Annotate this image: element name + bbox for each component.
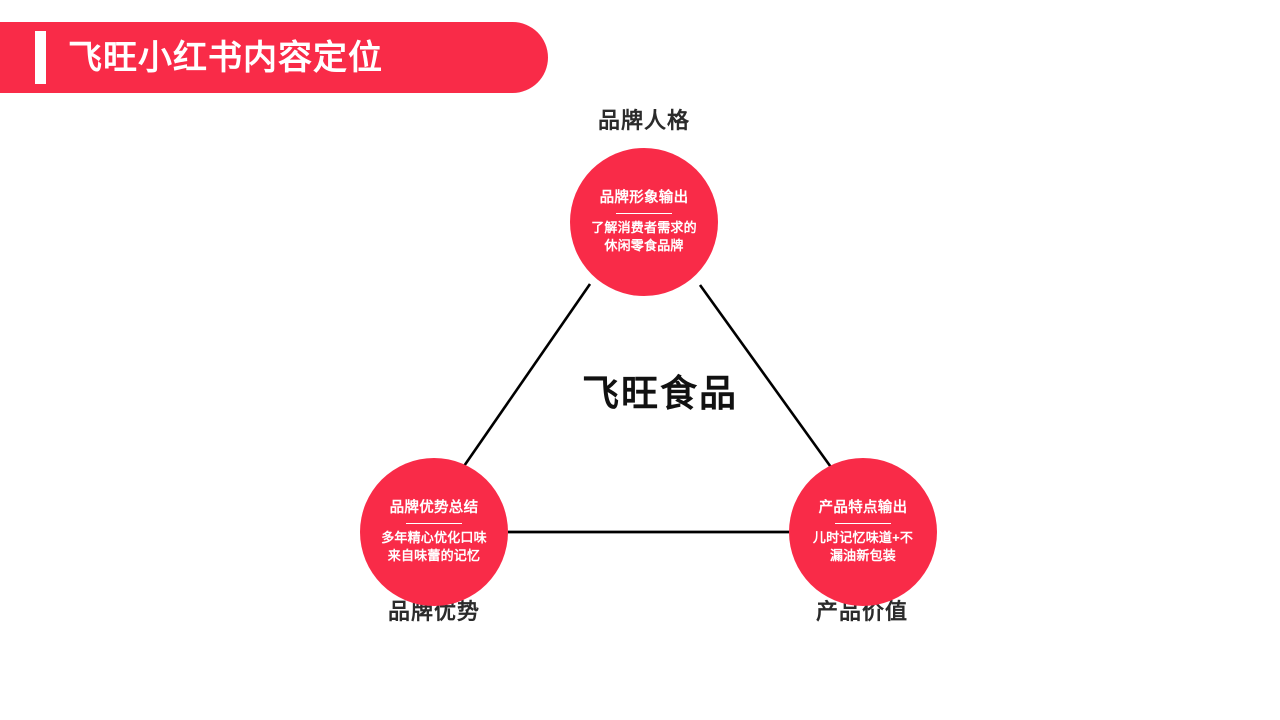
node-title: 品牌优势总结 bbox=[389, 499, 479, 516]
node-description: 儿时记忆味道+不 漏油新包装 bbox=[813, 529, 913, 564]
node-label-product-value: 产品价值 bbox=[815, 599, 908, 624]
node-circle-brand-personality[interactable]: 品牌形象输出 了解消费者需求的 休闲零食品牌 bbox=[570, 148, 718, 296]
node-divider bbox=[616, 212, 672, 215]
node-description-line-1: 儿时记忆味道+不 bbox=[812, 530, 914, 546]
center-brand-label: 飞旺食品 bbox=[582, 373, 738, 414]
header-banner: 飞旺小红书内容定位 bbox=[0, 22, 548, 93]
node-divider bbox=[406, 522, 462, 525]
header-accent-bar-icon bbox=[35, 31, 46, 84]
page-title: 飞旺小红书内容定位 bbox=[68, 38, 383, 77]
node-description-line-2: 漏油新包装 bbox=[829, 547, 896, 563]
node-description-line-1: 了解消费者需求的 bbox=[591, 220, 697, 236]
node-description-line-2: 休闲零食品牌 bbox=[604, 237, 684, 253]
node-description: 多年精心优化口味 来自味蕾的记忆 bbox=[381, 529, 487, 564]
node-divider bbox=[835, 522, 891, 525]
node-label-brand-advantage: 品牌优势 bbox=[387, 599, 480, 624]
node-circle-product-value[interactable]: 产品特点输出 儿时记忆味道+不 漏油新包装 bbox=[789, 458, 937, 606]
node-title: 品牌形象输出 bbox=[599, 189, 689, 206]
node-description: 了解消费者需求的 休闲零食品牌 bbox=[591, 219, 697, 254]
node-label-brand-personality: 品牌人格 bbox=[597, 108, 690, 133]
node-description-line-2: 来自味蕾的记忆 bbox=[387, 547, 481, 563]
node-description-line-1: 多年精心优化口味 bbox=[381, 530, 487, 546]
node-circle-brand-advantage[interactable]: 品牌优势总结 多年精心优化口味 来自味蕾的记忆 bbox=[360, 458, 508, 606]
node-title: 产品特点输出 bbox=[818, 499, 908, 516]
